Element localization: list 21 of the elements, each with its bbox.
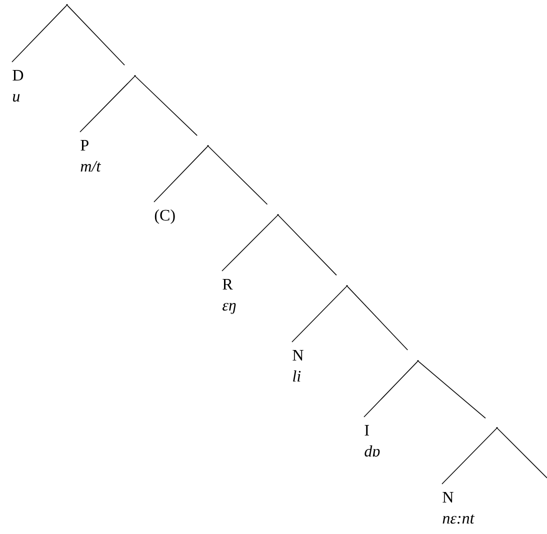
branch-line: [67, 5, 125, 66]
tree-label: (C): [154, 209, 175, 224]
branch-line: [222, 215, 278, 272]
tree-label: R ɛŋ: [222, 279, 236, 314]
branch-line: [278, 215, 337, 276]
branch-line: [364, 361, 418, 418]
branch-line: [497, 428, 547, 478]
branch-line: [418, 361, 486, 419]
tree-label: P m/t: [80, 140, 101, 172]
branch-line: [292, 286, 347, 342]
branch-line: [442, 428, 497, 484]
branch-line: [347, 286, 408, 350]
branch-line: [208, 146, 268, 205]
tree-label: N li: [292, 350, 304, 382]
branch-line: [135, 76, 198, 136]
branch-line: [154, 146, 208, 202]
branch-line: [12, 5, 67, 62]
tree-label: D u: [12, 70, 24, 102]
tree-label: I dɒ: [364, 425, 380, 457]
tree-label: N nɛ:nt: [442, 492, 475, 524]
branch-line: [80, 76, 135, 132]
